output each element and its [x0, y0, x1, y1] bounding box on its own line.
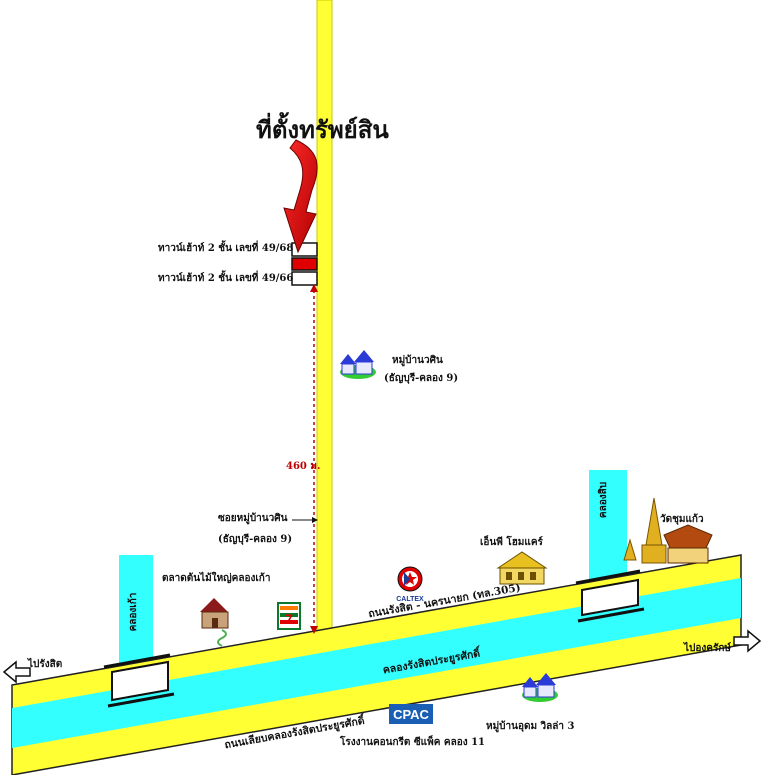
- soi-pointer-head-icon: [312, 517, 318, 523]
- to-rangsit-label: ไปรังสิต: [28, 659, 63, 670]
- property-box-lower: [291, 271, 318, 286]
- distance-arrow-top-icon: [310, 284, 318, 292]
- bridge-left: [103, 653, 175, 708]
- townhouse-lower-label: ทาวน์เฮ้าท์ 2 ชั้น เลขที่ 49/66: [158, 273, 294, 284]
- soi-road: [316, 0, 333, 633]
- canal-kao-label: คลองเก้า: [127, 593, 139, 632]
- cpac-text: CPAC: [393, 707, 429, 722]
- property-location-title: ที่ตั้งทรัพย์สิน: [256, 115, 389, 144]
- pointer-arrow-icon: [283, 139, 318, 254]
- bridge-right: [575, 569, 645, 623]
- townhouse-upper-label: ทาวน์เฮ้าท์ 2 ชั้น เลขที่ 49/68: [158, 243, 294, 254]
- shop-home-care-icon: [496, 551, 548, 585]
- market-label: ตลาดต้นไม้ใหญ่คลองเก้า: [162, 573, 271, 584]
- distance-arrow-bottom-icon: [310, 626, 318, 634]
- shop-home-care-label: เอ็นพี โฮมแคร์: [480, 537, 543, 548]
- factory-label: โรงงานคอนกรีต ซีแพ็ค คลอง 11: [340, 737, 485, 748]
- temple-icon: [623, 497, 713, 564]
- caltex-logo-icon: [397, 566, 423, 592]
- main-canal-band: [12, 578, 741, 748]
- property-box-highlight: [291, 257, 318, 271]
- caltex-text: CALTEX: [396, 596, 424, 603]
- seven-eleven-logo-icon: [277, 602, 301, 630]
- canal-sib-label: คลองสิบ: [597, 482, 609, 518]
- arrow-to-ongkharak: [733, 629, 762, 653]
- cpac-logo-icon: [389, 704, 433, 724]
- village-wasin-label: หมู่บ้านวศิน: [392, 355, 443, 366]
- distance-label: 460 ม.: [286, 461, 321, 472]
- soi-sublabel: (ธัญบุรี-คลอง 9): [218, 534, 293, 545]
- canal-kao: [119, 555, 153, 670]
- canal-sib: [589, 470, 627, 590]
- soi-name-label: ซอยหมู่บ้านวศิน: [218, 513, 288, 524]
- arrow-to-rangsit: [2, 660, 31, 684]
- house-village-udom-icon: [522, 673, 558, 702]
- seven-eleven-text: 7: [285, 611, 293, 627]
- house-village-wasin-icon: [340, 350, 376, 379]
- temple-label: วัดชุมแก้ว: [660, 514, 704, 525]
- market-house-icon: [200, 598, 229, 647]
- to-ongkharak-label: ไปองครักษ์: [684, 643, 731, 654]
- village-wasin-sublabel: (ธัญบุรี-คลอง 9): [384, 373, 459, 384]
- village-udom-label: หมู่บ้านอุดม วิลล่า 3: [486, 721, 575, 732]
